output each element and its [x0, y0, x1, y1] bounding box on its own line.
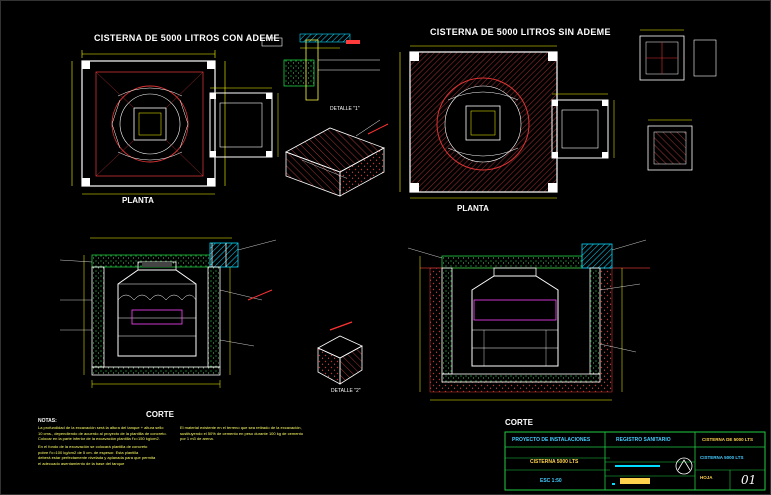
tb-sheet-id: 01 [741, 473, 757, 487]
right-section [407, 239, 650, 401]
notes-block: La profundidad de la excavación será la … [38, 426, 218, 466]
tb-scale: ESC 1:50 [540, 478, 562, 484]
left-plan [71, 50, 226, 195]
note-line: deberá estar perfectamente nivelada y ap… [38, 455, 156, 460]
notes-mid-block: El material existente en el terreno que … [180, 426, 350, 441]
right-small-plan [551, 93, 615, 159]
tb-field-1: PROYECTO DE INSTALACIONES [512, 437, 591, 443]
detail-1 [261, 33, 380, 101]
tb-field-3: CISTERNA 5000 LTS [530, 459, 579, 465]
left-section [59, 237, 277, 388]
title-block-frame [504, 431, 766, 491]
left-small-plan [209, 87, 279, 158]
tb-caption: CISTERNA 5000 LTS [700, 455, 744, 460]
note-line: La profundidad de la excavación será la … [38, 425, 164, 430]
note-line: 10 cms., dependiendo de acuerdo al proye… [38, 430, 167, 436]
tb-project-title: CISTERNA DE 5000 LTS [702, 437, 754, 442]
right-plan [399, 45, 558, 199]
note-mid-line: El material existente en el terreno que … [180, 425, 302, 430]
tb-code-label: HOJA [700, 475, 713, 480]
detail-small-iso [317, 321, 363, 385]
note-line: el adecuado asentamiento de la base del … [38, 460, 125, 466]
detalle-2-label: DETALLE "2" [331, 388, 361, 394]
tb-field-2: REGISTRO SANITARIO [616, 437, 671, 443]
right-title: CISTERNA DE 5000 LITROS SIN ADEME [430, 27, 611, 37]
left-planta-label: PLANTA [122, 196, 154, 205]
lid-details [639, 29, 717, 171]
note-line: Colocar en la parte inferior de la excav… [38, 436, 160, 441]
left-corte-label: CORTE [146, 410, 174, 419]
note-mid-line: sustituyendo el 50% de cemento en peso d… [180, 430, 303, 436]
right-planta-label: PLANTA [457, 204, 489, 213]
detail-2-iso [285, 119, 389, 197]
detalle-1-label: DETALLE "1" [330, 106, 360, 112]
note-line: En el fondo de la excavación se colocará… [38, 444, 148, 449]
left-title: CISTERNA DE 5000 LITROS CON ADEME [94, 33, 280, 43]
right-corte-label: CORTE [505, 418, 533, 427]
note-line: pobre f'c=100 kg/cm2 de 5 cm. de espesor… [38, 449, 139, 455]
notes-heading: NOTAS: [38, 418, 57, 424]
note-mid-line: por 1 m3 de arena. [180, 436, 214, 441]
